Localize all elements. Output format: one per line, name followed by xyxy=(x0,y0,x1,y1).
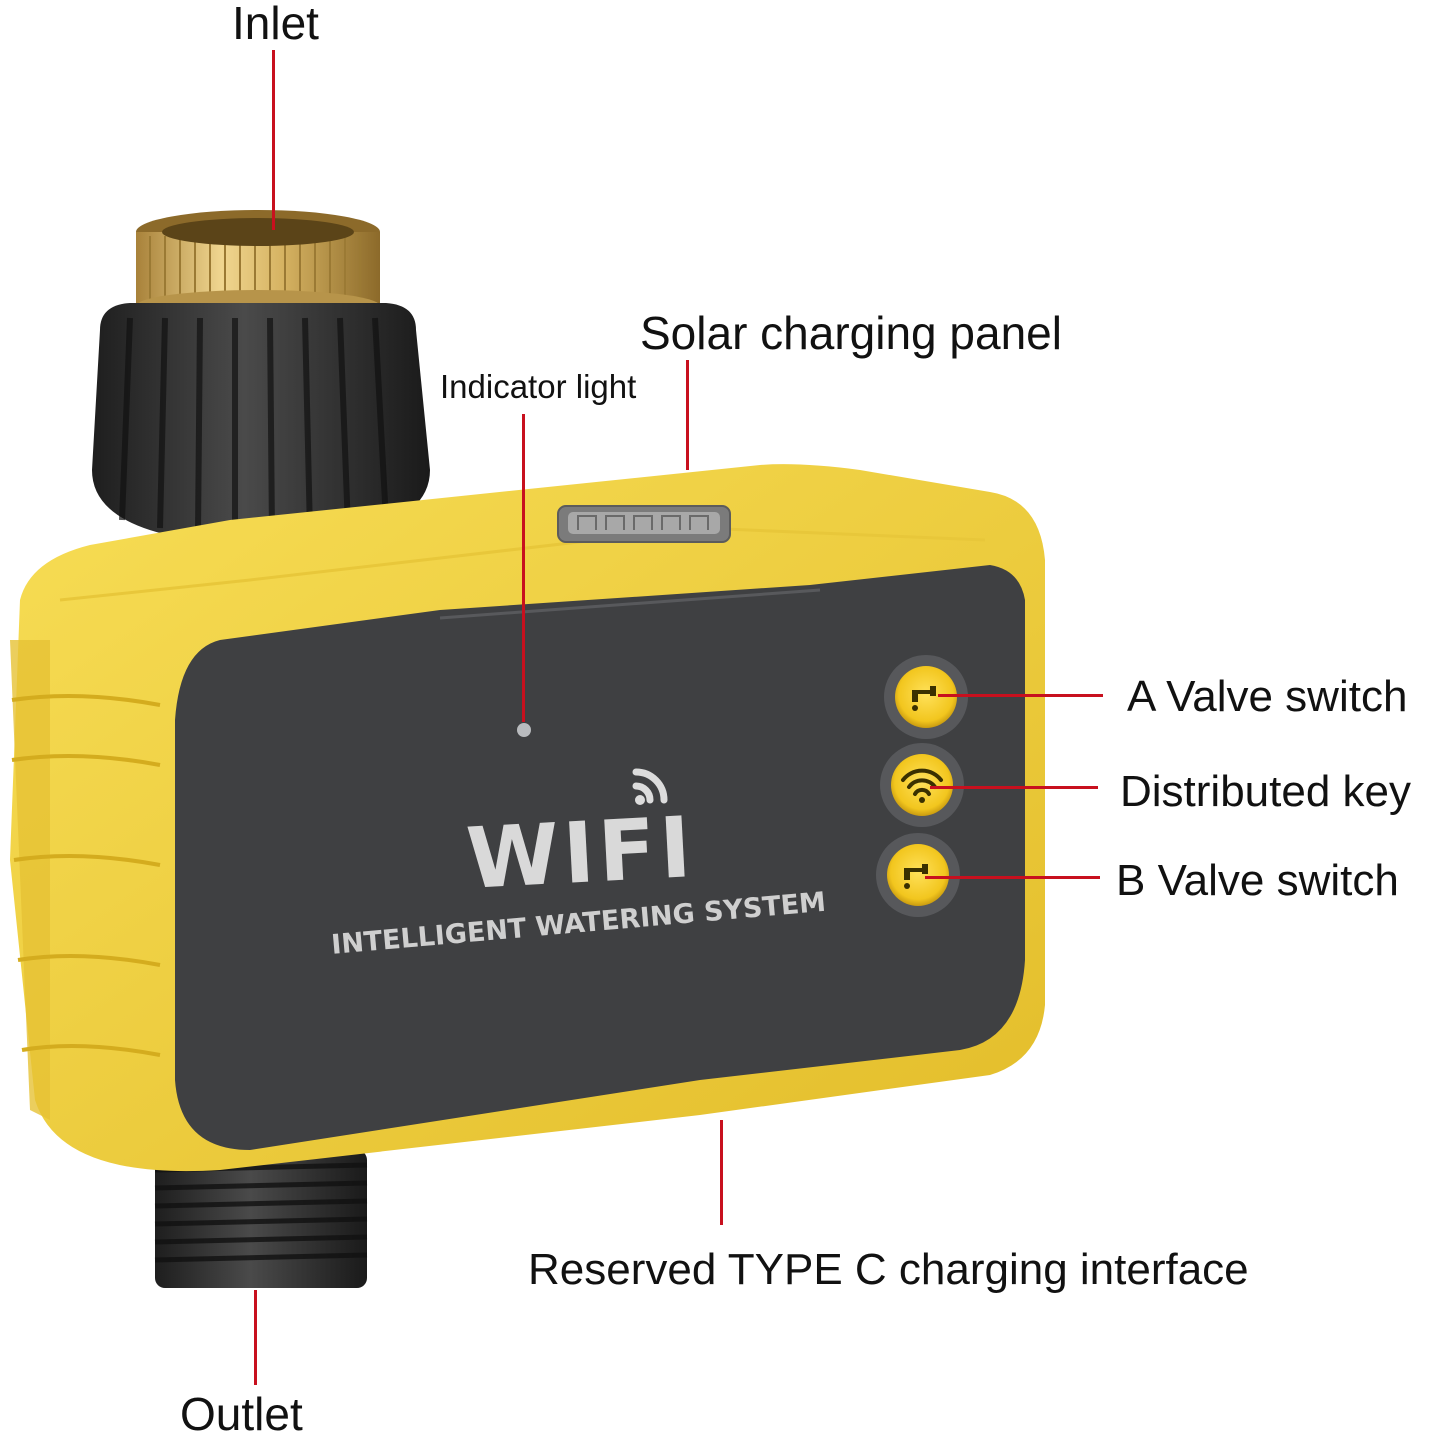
leader-distributed xyxy=(930,786,1098,789)
wifi-signal-icon xyxy=(632,768,668,805)
indicator-led xyxy=(517,723,531,737)
leader-inlet xyxy=(272,50,275,230)
button-distributed xyxy=(880,743,964,827)
device-brand-text: WIFI xyxy=(464,798,698,908)
label-inlet: Inlet xyxy=(232,0,319,49)
outlet-thread xyxy=(154,1150,368,1288)
leader-solar xyxy=(686,360,689,470)
label-a-valve: A Valve switch xyxy=(1127,672,1408,721)
leader-indicator xyxy=(522,414,525,722)
leader-a-valve xyxy=(938,694,1103,697)
leader-outlet xyxy=(254,1290,257,1385)
button-a xyxy=(884,655,968,739)
label-solar-panel: Solar charging panel xyxy=(640,307,1062,359)
label-indicator-light: Indicator light xyxy=(440,368,637,405)
label-b-valve: B Valve switch xyxy=(1116,856,1399,905)
label-type-c: Reserved TYPE C charging interface xyxy=(528,1245,1249,1294)
front-panel xyxy=(175,565,1025,1150)
button-b xyxy=(876,833,960,917)
solar-panel xyxy=(557,505,731,543)
label-outlet: Outlet xyxy=(180,1388,303,1440)
black-coupling-nut xyxy=(92,303,430,545)
label-distributed-key: Distributed key xyxy=(1120,767,1412,816)
leader-type-c xyxy=(720,1120,723,1225)
leader-b-valve xyxy=(925,876,1100,879)
